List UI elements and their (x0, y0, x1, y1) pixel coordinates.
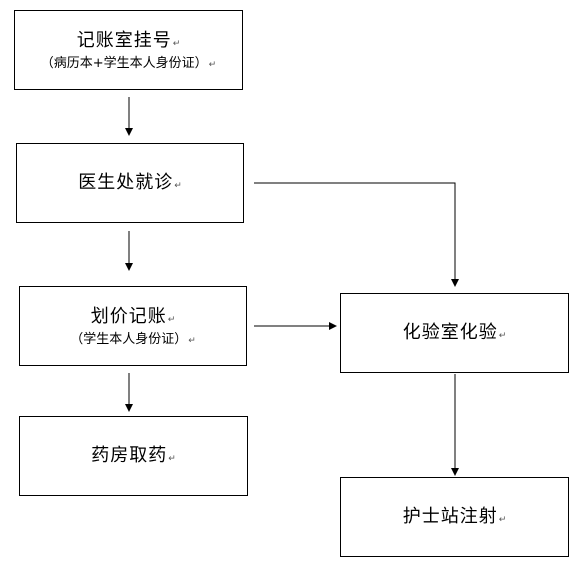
pharmacy-title: 药房取药↵ (91, 445, 176, 467)
return-mark: ↵ (188, 335, 196, 346)
return-mark: ↵ (208, 59, 217, 70)
registration-subtitle: （病历本+学生本人身份证）↵ (40, 55, 217, 71)
return-mark: ↵ (167, 314, 176, 325)
billing-title: 划价记账↵ (90, 305, 176, 327)
lab-title: 化验室化验↵ (402, 322, 507, 344)
return-mark: ↵ (168, 454, 176, 465)
registration-box: 记账室挂号↵ （病历本+学生本人身份证）↵ (14, 10, 243, 90)
registration-title: 记账室挂号↵ (76, 29, 181, 51)
return-mark: ↵ (498, 331, 507, 342)
return-mark: ↵ (174, 181, 182, 192)
pharmacy-box: 药房取药↵ (19, 416, 248, 496)
consultation-box: 医生处就诊↵ (16, 143, 244, 223)
arrow-consultation-to-lab (254, 182, 459, 287)
consultation-title: 医生处就诊↵ (78, 172, 182, 194)
billing-subtitle: （学生本人身份证）↵ (70, 331, 196, 347)
lab-box: 化验室化验↵ (340, 293, 569, 373)
billing-box: 划价记账↵ （学生本人身份证）↵ (19, 286, 247, 366)
injection-title: 护士站注射↵ (402, 506, 507, 528)
injection-box: 护士站注射↵ (340, 477, 569, 557)
return-mark: ↵ (498, 515, 507, 526)
return-mark: ↵ (172, 38, 181, 49)
